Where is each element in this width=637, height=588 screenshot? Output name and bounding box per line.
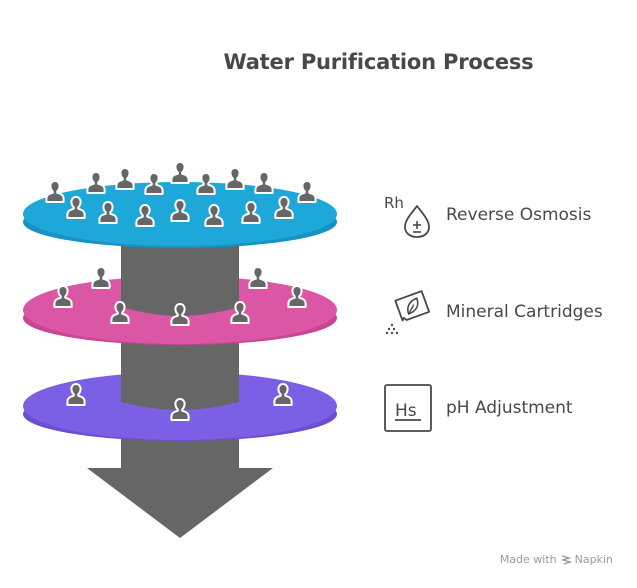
person-icon (170, 161, 190, 184)
made-with-text: Made with (499, 553, 557, 566)
person-icon (254, 171, 274, 194)
person-icon (115, 167, 135, 190)
napkin-logo-icon (560, 554, 572, 565)
svg-text:Rh: Rh (384, 194, 404, 212)
person-icon (248, 266, 268, 289)
step-label-mineral-cartridges: Mineral Cartridges (446, 302, 603, 322)
person-icon (225, 167, 245, 190)
hs-box-icon: Hs (384, 384, 432, 432)
napkin-brand-text: Napkin (574, 553, 613, 566)
leaf-cartridge-icon (385, 290, 431, 335)
step-label-reverse-osmosis: Reverse Osmosis (446, 205, 592, 225)
flow-arrow-head (87, 468, 273, 538)
person-icon (45, 180, 65, 203)
step-label-ph-adjustment: pH Adjustment (446, 398, 573, 418)
column-segment-mineral (121, 244, 239, 316)
rh-drop-icon: Rh (384, 194, 430, 238)
svg-text:Hs: Hs (395, 401, 417, 421)
person-icon (86, 171, 106, 194)
person-icon (297, 180, 317, 203)
column-segment-ph (121, 340, 239, 410)
person-icon (91, 266, 111, 289)
diagram-title: Water Purification Process (223, 50, 534, 74)
footer-watermark: Made with Napkin (500, 553, 613, 566)
